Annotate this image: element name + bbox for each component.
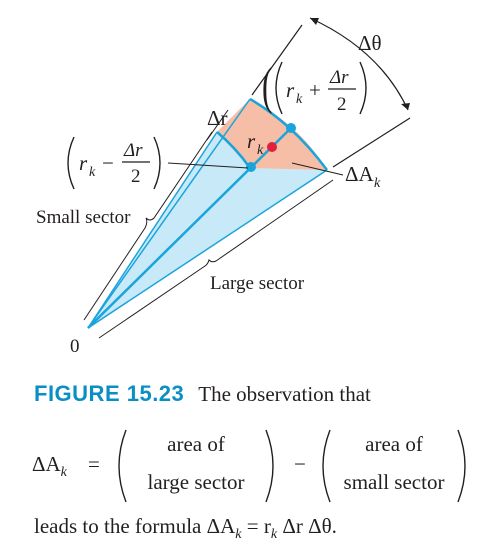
r-plus-label: ( r k + Δr 2 bbox=[262, 58, 367, 115]
large-sector-group: area of large sector bbox=[112, 428, 280, 504]
svg-text:+: + bbox=[309, 78, 321, 102]
large-sector-wedge bbox=[88, 132, 327, 328]
figure-label: FIGURE 15.23 bbox=[34, 381, 185, 406]
r-k-label: r bbox=[247, 129, 256, 153]
svg-text:Δr: Δr bbox=[123, 140, 143, 161]
r-k-label-sub: k bbox=[257, 143, 264, 158]
delta-theta-arc bbox=[309, 17, 409, 111]
center-point bbox=[267, 142, 277, 152]
delta-theta-arrow-top bbox=[310, 18, 319, 25]
delta-a-leader bbox=[291, 162, 344, 176]
delta-theta-guide-bottom bbox=[332, 117, 411, 168]
delta-a-region-fill bbox=[217, 99, 327, 170]
delta-a-label: ΔA bbox=[345, 162, 375, 186]
formula: ΔAk = rk Δr Δθ. bbox=[206, 514, 337, 543]
svg-text:−: − bbox=[102, 151, 114, 175]
area-equation: ΔAk = area of large sector − area of sma… bbox=[32, 428, 472, 504]
outer-point bbox=[286, 123, 296, 133]
svg-text:(: ( bbox=[262, 58, 272, 115]
group2-line2: small sector bbox=[343, 470, 445, 494]
caption-head-text: The observation that bbox=[198, 382, 371, 406]
large-sector-brace bbox=[98, 179, 334, 339]
group1-line2: large sector bbox=[147, 470, 245, 494]
sector-mid-ray bbox=[87, 127, 292, 329]
svg-text:2: 2 bbox=[131, 166, 141, 187]
inner-point bbox=[246, 162, 256, 172]
sector-right-ray bbox=[87, 169, 328, 329]
delta-a-label-sub: k bbox=[374, 176, 381, 191]
svg-text:k: k bbox=[89, 165, 96, 180]
svg-text:Δr: Δr bbox=[329, 67, 349, 88]
caption-tail: leads to the formula ΔAk = rk Δr Δθ. bbox=[34, 514, 337, 543]
delta-theta-label: Δθ bbox=[358, 31, 382, 55]
caption-tail-prefix: leads to the formula bbox=[34, 514, 202, 538]
small-sector-label: Small sector bbox=[36, 207, 131, 228]
svg-text:r: r bbox=[79, 151, 88, 175]
delta-theta-guide-top bbox=[251, 24, 303, 96]
eq-equals: = bbox=[88, 452, 100, 476]
small-sector-group: area of small sector bbox=[316, 428, 472, 504]
polar-sector-diagram: Δθ ( r k + Δr 2 Δr r k r k − Δr 2 ΔA k S… bbox=[36, 17, 411, 357]
svg-text:r: r bbox=[286, 78, 295, 102]
large-sector-label: Large sector bbox=[210, 273, 305, 294]
delta-r-label: Δr bbox=[207, 106, 228, 130]
svg-text:k: k bbox=[296, 92, 303, 107]
r-minus-label: r k − Δr 2 bbox=[67, 136, 161, 190]
origin-label: 0 bbox=[70, 336, 80, 357]
group1-line1: area of bbox=[167, 432, 225, 456]
r-minus-leader bbox=[167, 162, 249, 169]
small-sector-brace bbox=[83, 131, 213, 321]
svg-text:2: 2 bbox=[337, 94, 347, 115]
group2-line1: area of bbox=[365, 432, 423, 456]
caption-heading: FIGURE 15.23 The observation that bbox=[34, 381, 371, 407]
eq-lhs: ΔAk bbox=[32, 452, 67, 481]
delta-theta-arrow-bottom bbox=[401, 103, 410, 110]
eq-minus: − bbox=[294, 452, 306, 476]
